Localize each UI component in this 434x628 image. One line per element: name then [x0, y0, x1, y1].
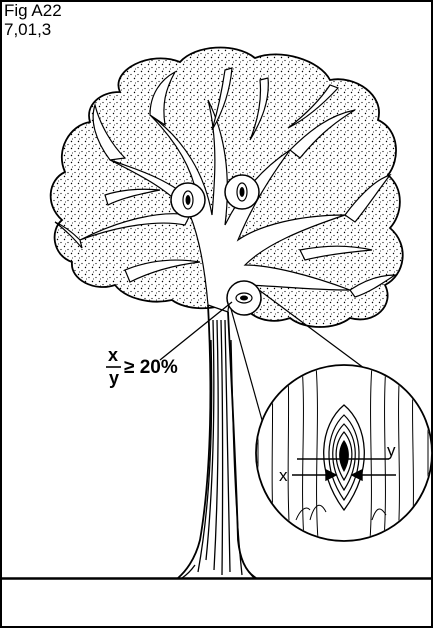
- ratio-condition: ≥ 20%: [124, 357, 178, 379]
- figure-code: 7,01,3: [4, 20, 51, 40]
- zoom-line-lower: [231, 309, 262, 420]
- y-label: y: [387, 441, 396, 461]
- detail-magnifier: [256, 365, 432, 541]
- figure-title: Fig A22: [4, 1, 62, 21]
- tree-crown: [51, 47, 403, 327]
- x-label: x: [279, 466, 288, 486]
- ratio-numerator: x: [108, 345, 118, 366]
- ratio-denominator: y: [109, 368, 119, 389]
- tree-trunk: [178, 305, 256, 578]
